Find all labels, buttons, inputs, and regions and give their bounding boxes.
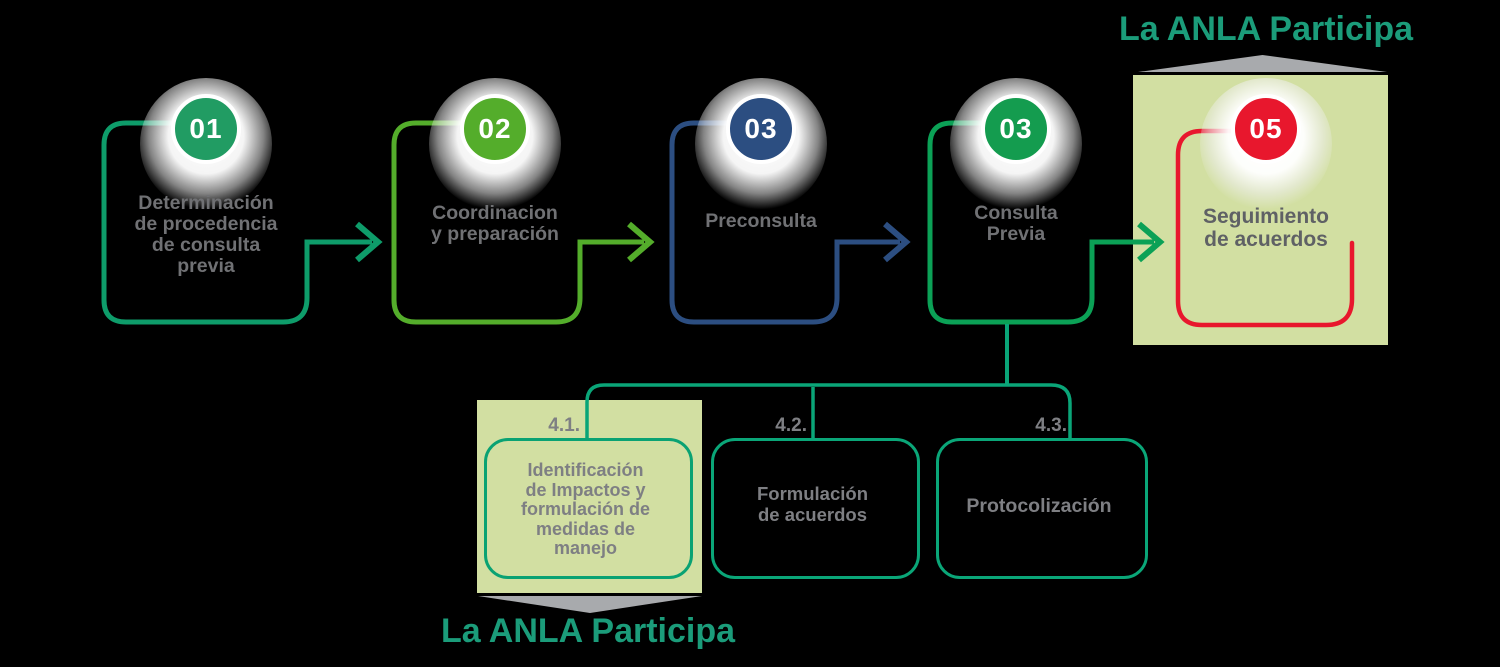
substep-41-label: Identificación de Impactos y formulación…	[520, 460, 650, 558]
step5-path	[1175, 128, 1355, 328]
step2-number-badge: 02	[460, 94, 530, 164]
anla-participa-title-top: La ANLA Participa	[1118, 10, 1414, 48]
step3-number-badge: 03	[726, 94, 796, 164]
step2-label: Coordinacion y preparación	[431, 202, 559, 245]
step1-path	[101, 120, 383, 325]
substep-42-id: 4.2.	[775, 415, 807, 436]
substep-43-label: Protocolización	[966, 495, 1112, 517]
arrow-right-icon	[883, 221, 911, 263]
step3-label: Preconsulta	[705, 210, 817, 232]
anla-highlight-panel-substep-41	[477, 400, 702, 593]
step4-label: Consulta Previa	[974, 202, 1058, 245]
arrow-right-icon	[355, 221, 383, 263]
step5-number-badge: 05	[1231, 94, 1301, 164]
step3-path	[669, 120, 911, 325]
substep-41-box	[484, 438, 693, 579]
step4-number-badge: 03	[981, 94, 1051, 164]
substep-42-label: Formulación de acuerdos	[756, 483, 868, 525]
substep-42-box	[711, 438, 920, 579]
anla-participa-title-bottom: La ANLA Participa	[440, 612, 736, 650]
step1-number-badge: 01	[171, 94, 241, 164]
step4-path	[927, 120, 1165, 385]
substep-43-box	[936, 438, 1148, 579]
arrow-right-icon	[627, 221, 655, 263]
step5-label: Seguimiento de acuerdos	[1202, 205, 1329, 251]
substep-41-id: 4.1.	[548, 415, 580, 436]
step2-path	[391, 120, 655, 325]
substep-43-id: 4.3.	[1035, 415, 1067, 436]
arrow-right-icon	[1137, 221, 1165, 263]
substep-connector	[585, 383, 1072, 440]
step1-label: Determinación de procedencia de consulta…	[134, 192, 278, 277]
